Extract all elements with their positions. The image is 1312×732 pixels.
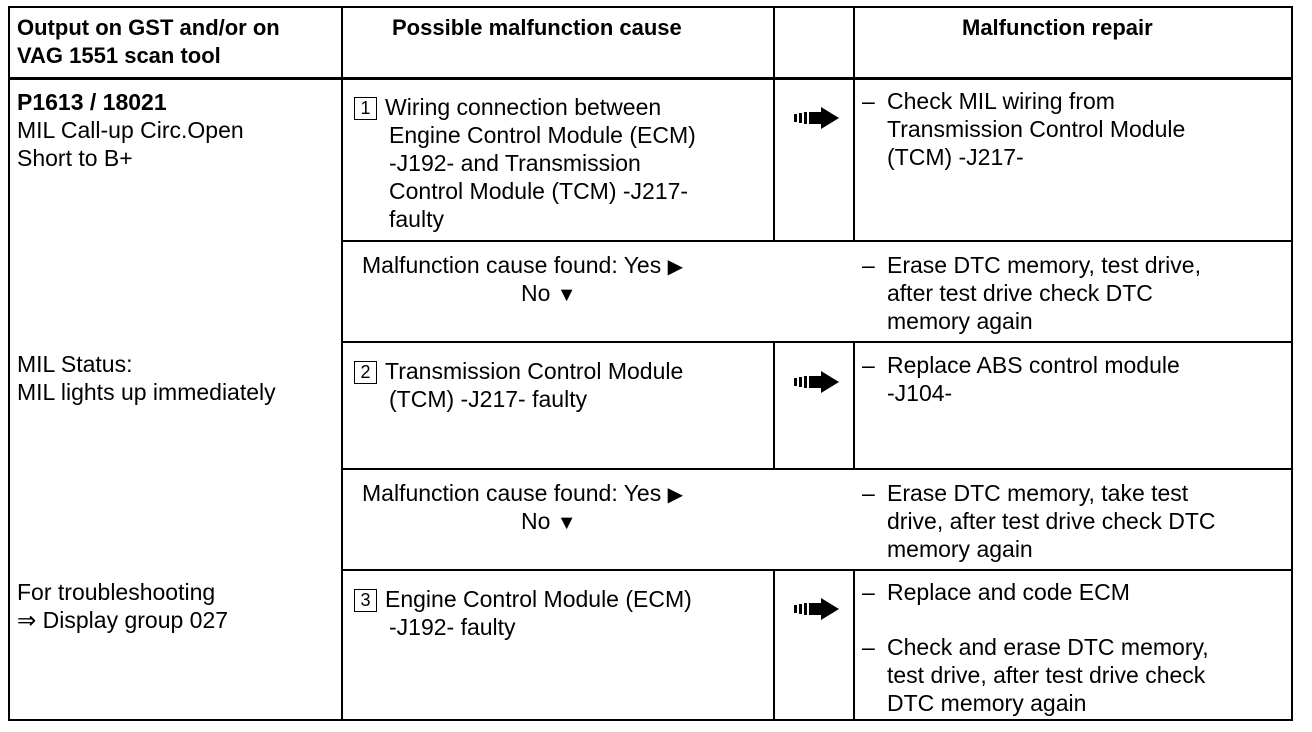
- mil-status: MIL Status: MIL lights up immediately: [17, 351, 276, 405]
- arrow-col-right-3: [853, 570, 855, 721]
- row-rule-3: [341, 468, 1293, 470]
- troubleshooting-table: [8, 6, 1293, 721]
- arrow-col-left-3: [773, 570, 775, 721]
- arrow-col-right-1: [853, 79, 855, 241]
- step-number-box: 1: [354, 97, 377, 120]
- arrow-col-right-2: [853, 342, 855, 469]
- step-3-repair-1: Replace and code ECM: [887, 579, 1130, 605]
- found-1-no: No ▼: [521, 280, 577, 306]
- header-bottom-rule: [8, 77, 1293, 80]
- repair-dash: –: [862, 88, 875, 114]
- yes-arrow-icon: ▶: [667, 484, 683, 506]
- repair-dash: –: [862, 352, 875, 378]
- yes-arrow-icon: ▶: [667, 256, 683, 278]
- found-1-question: Malfunction cause found: Yes ▶: [362, 252, 683, 278]
- found-2-repair: Erase DTC memory, take test drive, after…: [887, 480, 1216, 562]
- repair-dash: –: [862, 634, 875, 660]
- step-arrow-icon: [794, 107, 839, 129]
- found-2-question: Malfunction cause found: Yes ▶: [362, 480, 683, 506]
- header-output: Output on GST and/or on VAG 1551 scan to…: [17, 15, 280, 68]
- repair-dash: –: [862, 480, 875, 506]
- fault-code: P1613 / 18021 MIL Call-up Circ.Open Shor…: [17, 89, 244, 171]
- step-1-repair: Check MIL wiring from Transmission Contr…: [887, 88, 1186, 170]
- col-divider-3: [853, 6, 855, 79]
- col-divider-1: [341, 6, 343, 721]
- step-arrow-icon: [794, 598, 839, 620]
- step-3-repair-2: Check and erase DTC memory, test drive, …: [887, 634, 1209, 716]
- found-2-no: No ▼: [521, 508, 577, 534]
- found-1-repair: Erase DTC memory, test drive, after test…: [887, 252, 1201, 334]
- step-number-box: 3: [354, 589, 377, 612]
- step-arrow-icon: [794, 371, 839, 393]
- row-rule-2: [341, 341, 1293, 343]
- repair-dash: –: [862, 252, 875, 278]
- row-rule-1: [341, 240, 1293, 242]
- header-repair: Malfunction repair: [962, 15, 1153, 40]
- col-divider-2-header: [773, 6, 775, 79]
- troubleshooting-ref: For troubleshooting ⇒ Display group 027: [17, 579, 229, 633]
- step-number-box: 2: [354, 361, 377, 384]
- header-cause: Possible malfunction cause: [392, 15, 682, 40]
- arrow-col-left-1: [773, 79, 775, 241]
- step-2-repair: Replace ABS control module -J104-: [887, 352, 1180, 406]
- arrow-col-left-2: [773, 342, 775, 469]
- no-arrow-icon: ▼: [556, 284, 577, 306]
- no-arrow-icon: ▼: [556, 512, 577, 534]
- row-rule-4: [341, 569, 1293, 571]
- repair-dash: –: [862, 579, 875, 605]
